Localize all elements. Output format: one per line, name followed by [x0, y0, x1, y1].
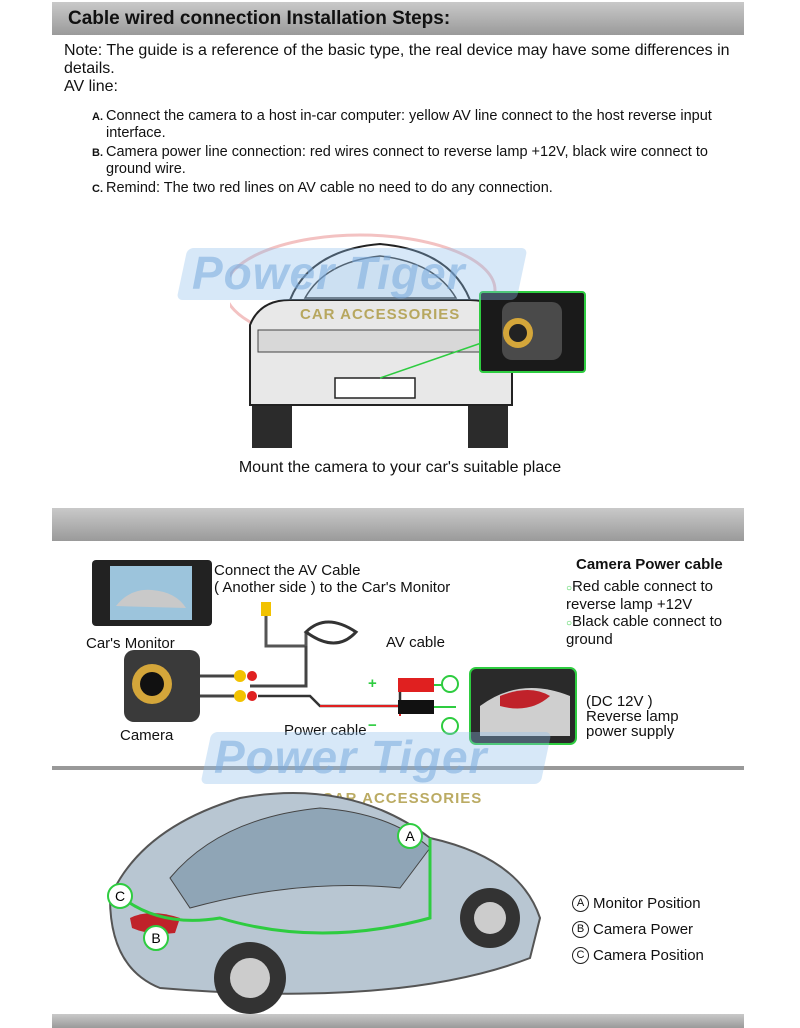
- minus-icon: [441, 717, 459, 735]
- power-supply-label: power supply: [586, 723, 675, 740]
- svg-text:B: B: [151, 930, 160, 946]
- black-cable-note: ○Black cable connect to ground: [566, 613, 723, 648]
- footer-bar: [52, 1014, 744, 1028]
- step-b: B.Camera power line connection: red wire…: [92, 144, 708, 177]
- note-block: Note: The guide is a reference of the ba…: [64, 42, 744, 96]
- power-cable-label: Power cable: [284, 722, 367, 739]
- watermark-brand: Power Tiger: [192, 247, 466, 299]
- camera-label: Camera: [120, 727, 174, 744]
- steps-list: A.Connect the camera to a host in-car co…: [92, 108, 742, 199]
- car-wiring-route-illustration: A B C: [107, 792, 542, 1014]
- minus-sign: −: [368, 717, 377, 734]
- av-line-label: AV line:: [64, 78, 118, 95]
- step-a: A.Connect the camera to a host in-car co…: [92, 108, 712, 141]
- reverse-lamp-label: Reverse lamp: [586, 708, 679, 725]
- watermark-brand-2: Power Tiger: [214, 731, 488, 783]
- section-header-bar: Cable wired connection Installation Step…: [52, 2, 744, 35]
- section-divider-line: [52, 766, 744, 770]
- power-cable-title: Camera Power cable: [576, 556, 723, 573]
- section-divider-bar: [52, 508, 744, 541]
- section-title: Cable wired connection Installation Step…: [68, 8, 451, 29]
- dc-label: (DC 12V ): [586, 693, 653, 710]
- red-cable-note: ○Red cable connect to reverse lamp +12V: [566, 578, 713, 613]
- step-c: C.Remind: The two red lines on AV cable …: [92, 180, 553, 196]
- connect-av-label-2: ( Another side ) to the Car's Monitor: [214, 579, 451, 596]
- rear-car-illustration: [230, 233, 586, 448]
- svg-text:A: A: [405, 828, 415, 844]
- wiring-diagram: [92, 560, 577, 745]
- mount-caption: Mount the camera to your car's suitable …: [238, 459, 562, 476]
- plus-sign: +: [368, 675, 377, 692]
- av-cable-label: AV cable: [386, 634, 445, 651]
- note-text: Note: The guide is a reference of the ba…: [64, 42, 730, 77]
- car-monitor-label: Car's Monitor: [86, 635, 175, 652]
- wire-route: [119, 838, 432, 935]
- svg-text:C: C: [115, 888, 125, 904]
- connect-av-label: Connect the AV Cable: [214, 562, 361, 579]
- plus-icon: [441, 675, 459, 693]
- watermark-sub: CAR ACCESSORIES: [300, 306, 461, 323]
